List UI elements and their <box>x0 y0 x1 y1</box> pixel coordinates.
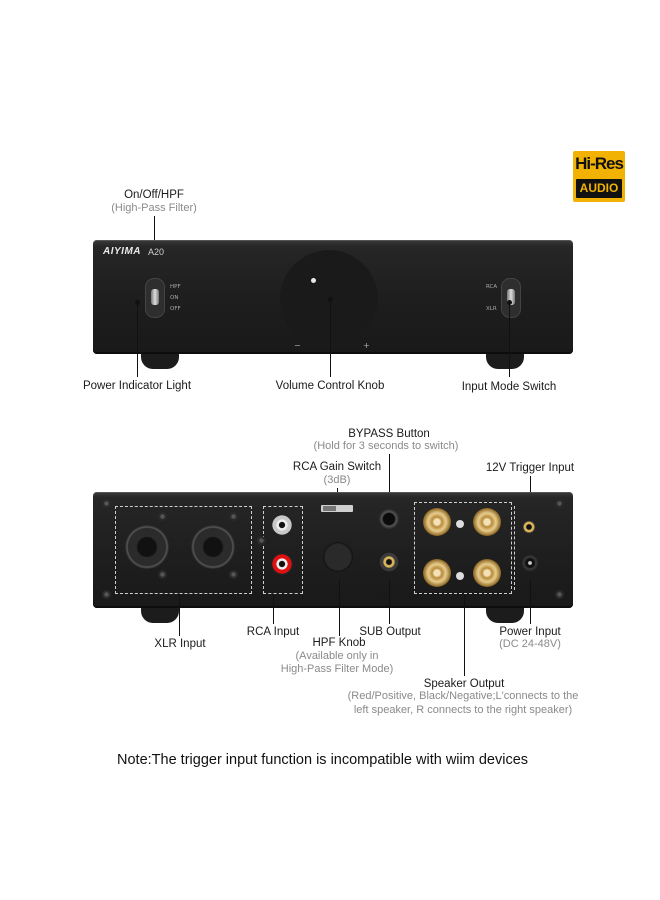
screw-icon <box>102 499 111 508</box>
switch-pos-on: ON <box>170 295 179 301</box>
rca-input-right-red-jack[interactable] <box>271 553 293 575</box>
hpf-leader <box>339 580 340 636</box>
trigger-zone-divider <box>514 506 515 590</box>
amplifier-front-panel: AIYIMA A20 HPF ON OFF − + RCA XLR <box>93 240 573 354</box>
hpf-knob-callout: HPF Knob <box>312 637 366 649</box>
speaker-post-l-negative[interactable] <box>473 559 501 587</box>
bypass-callout-sub: (Hold for 3 seconds to switch) <box>313 440 459 452</box>
bypass-leader <box>389 454 390 506</box>
xlr-input-left-jack[interactable] <box>125 525 169 569</box>
input-mode-switch[interactable] <box>501 278 521 318</box>
hi-res-badge-bottom: AUDIO <box>576 179 622 198</box>
power-indicator-callout: Power Indicator Light <box>82 380 192 392</box>
speaker-leader <box>464 594 465 676</box>
back-foot-left <box>141 603 179 623</box>
compatibility-note: Note:The trigger input function is incom… <box>117 752 529 768</box>
rca-gain-callout-title: RCA Gain Switch <box>292 461 382 473</box>
screw-icon <box>158 570 167 579</box>
sub-output-callout: SUB Output <box>359 626 421 638</box>
bypass-callout-title: BYPASS Button <box>348 428 430 440</box>
speaker-output-callout-sub1: (Red/Positive, Black/Negative;L'connects… <box>347 690 579 702</box>
screw-icon <box>158 512 167 521</box>
hi-res-badge-audio-text: AUDIO <box>579 181 619 195</box>
onoff-callout-sub: (High-Pass Filter) <box>111 202 197 214</box>
input-mode-toggle-lever <box>507 289 515 305</box>
rca-gain-switch[interactable] <box>321 505 353 512</box>
sub-output-leader <box>389 580 390 624</box>
onoff-callout-title: On/Off/HPF <box>124 189 184 201</box>
rca-gain-callout-sub: (3dB) <box>323 474 351 486</box>
back-foot-right <box>486 603 524 623</box>
speaker-output-zone <box>414 502 512 594</box>
rca-leader <box>273 594 274 624</box>
speaker-output-callout: Speaker Output <box>423 678 505 690</box>
screw-icon <box>229 570 238 579</box>
dc-power-jack[interactable] <box>522 555 538 571</box>
volume-knob-callout: Volume Control Knob <box>275 380 385 392</box>
screw-icon <box>229 512 238 521</box>
hpf-knob-callout-sub1: (Available only in <box>295 650 379 662</box>
xlr-leader <box>179 594 180 636</box>
front-foot-right <box>486 349 524 369</box>
speaker-post-r-positive[interactable] <box>423 508 451 536</box>
hi-res-badge-top: Hi-Res <box>575 154 624 173</box>
front-foot-left <box>141 349 179 369</box>
model-label: A20 <box>148 247 165 257</box>
rca-input-zone <box>263 506 303 594</box>
screw-icon <box>555 499 564 508</box>
bypass-button[interactable] <box>379 509 399 529</box>
rca-input-left-white-jack[interactable] <box>271 514 293 536</box>
input-mode-callout: Input Mode Switch <box>461 381 557 393</box>
volume-plus-mark: + <box>363 341 370 350</box>
brand-logo: AIYIMA <box>103 246 141 257</box>
xlr-input-callout: XLR Input <box>154 638 206 650</box>
speaker-output-callout-sub2: left speaker, R connects to the right sp… <box>353 704 573 716</box>
volume-leader <box>330 300 331 377</box>
power-hpf-toggle-lever <box>151 289 159 305</box>
switch-pos-hpf: HPF <box>170 284 181 290</box>
plus-marker-icon <box>456 520 464 528</box>
input-switch-dot <box>507 300 512 305</box>
minus-marker-icon <box>456 572 464 580</box>
input-switch-leader <box>509 302 510 377</box>
volume-minus-mark: − <box>294 341 301 350</box>
screw-icon <box>102 590 111 599</box>
power-hpf-switch[interactable] <box>145 278 165 318</box>
sub-output-jack[interactable] <box>379 552 399 572</box>
trigger-callout: 12V Trigger Input <box>485 462 575 474</box>
input-pos-xlr: XLR <box>486 306 497 312</box>
xlr-input-zone <box>115 506 252 594</box>
amplifier-back-panel <box>93 492 573 608</box>
screw-icon <box>555 590 564 599</box>
speaker-post-r-negative[interactable] <box>423 559 451 587</box>
rca-input-callout: RCA Input <box>246 626 300 638</box>
volume-knob-indicator-dot <box>311 278 316 283</box>
trigger-input-jack[interactable] <box>522 520 536 534</box>
switch-pos-off: OFF <box>170 306 181 312</box>
volume-dot <box>328 297 333 302</box>
hi-res-audio-badge: Hi-Res AUDIO <box>573 151 625 202</box>
xlr-input-right-jack[interactable] <box>191 525 235 569</box>
power-input-callout: Power Input <box>499 626 561 638</box>
power-input-leader <box>530 580 531 624</box>
input-pos-rca: RCA <box>486 284 498 290</box>
screw-icon <box>257 536 266 545</box>
hpf-knob[interactable] <box>323 542 353 572</box>
rca-gain-slider <box>323 506 336 511</box>
speaker-post-l-positive[interactable] <box>473 508 501 536</box>
power-light-dot <box>135 300 140 305</box>
power-light-leader <box>137 302 138 377</box>
hpf-knob-callout-sub2: High-Pass Filter Mode) <box>280 663 394 675</box>
power-input-callout-sub: (DC 24-48V) <box>499 638 561 650</box>
